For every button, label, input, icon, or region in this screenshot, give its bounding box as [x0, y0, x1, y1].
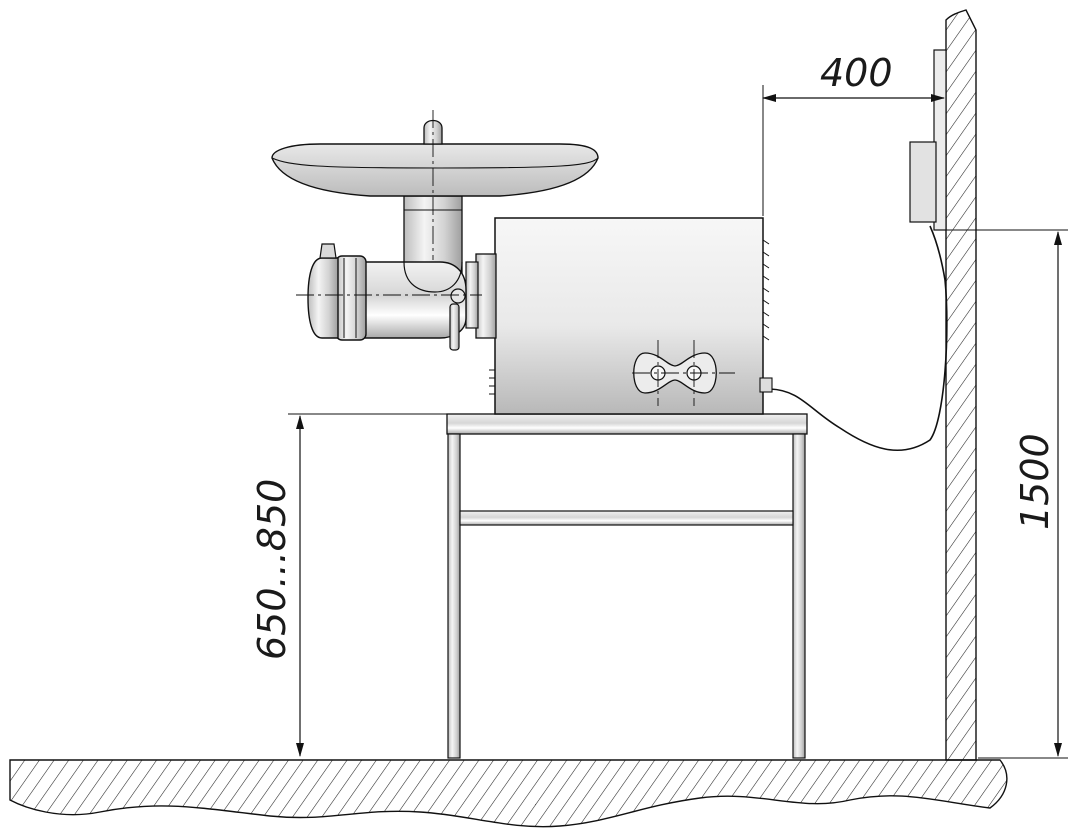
dimension-socket-height: 1500 — [946, 229, 1068, 759]
switch-plate — [632, 340, 735, 406]
dimension-wall-clearance: 400 — [762, 51, 945, 216]
floor — [9, 759, 1008, 828]
dimension-label-wall-clearance: 400 — [820, 51, 893, 95]
wall — [945, 9, 977, 761]
dimension-table-height: 650...850 — [250, 413, 447, 757]
dimension-label-socket-height: 1500 — [1013, 433, 1057, 530]
vent-fins — [762, 239, 770, 341]
dimension-label-table-height: 650...850 — [250, 479, 294, 660]
power-cable — [769, 225, 948, 452]
wall-socket — [909, 49, 947, 231]
meat-grinder — [271, 110, 773, 415]
table — [446, 413, 808, 759]
